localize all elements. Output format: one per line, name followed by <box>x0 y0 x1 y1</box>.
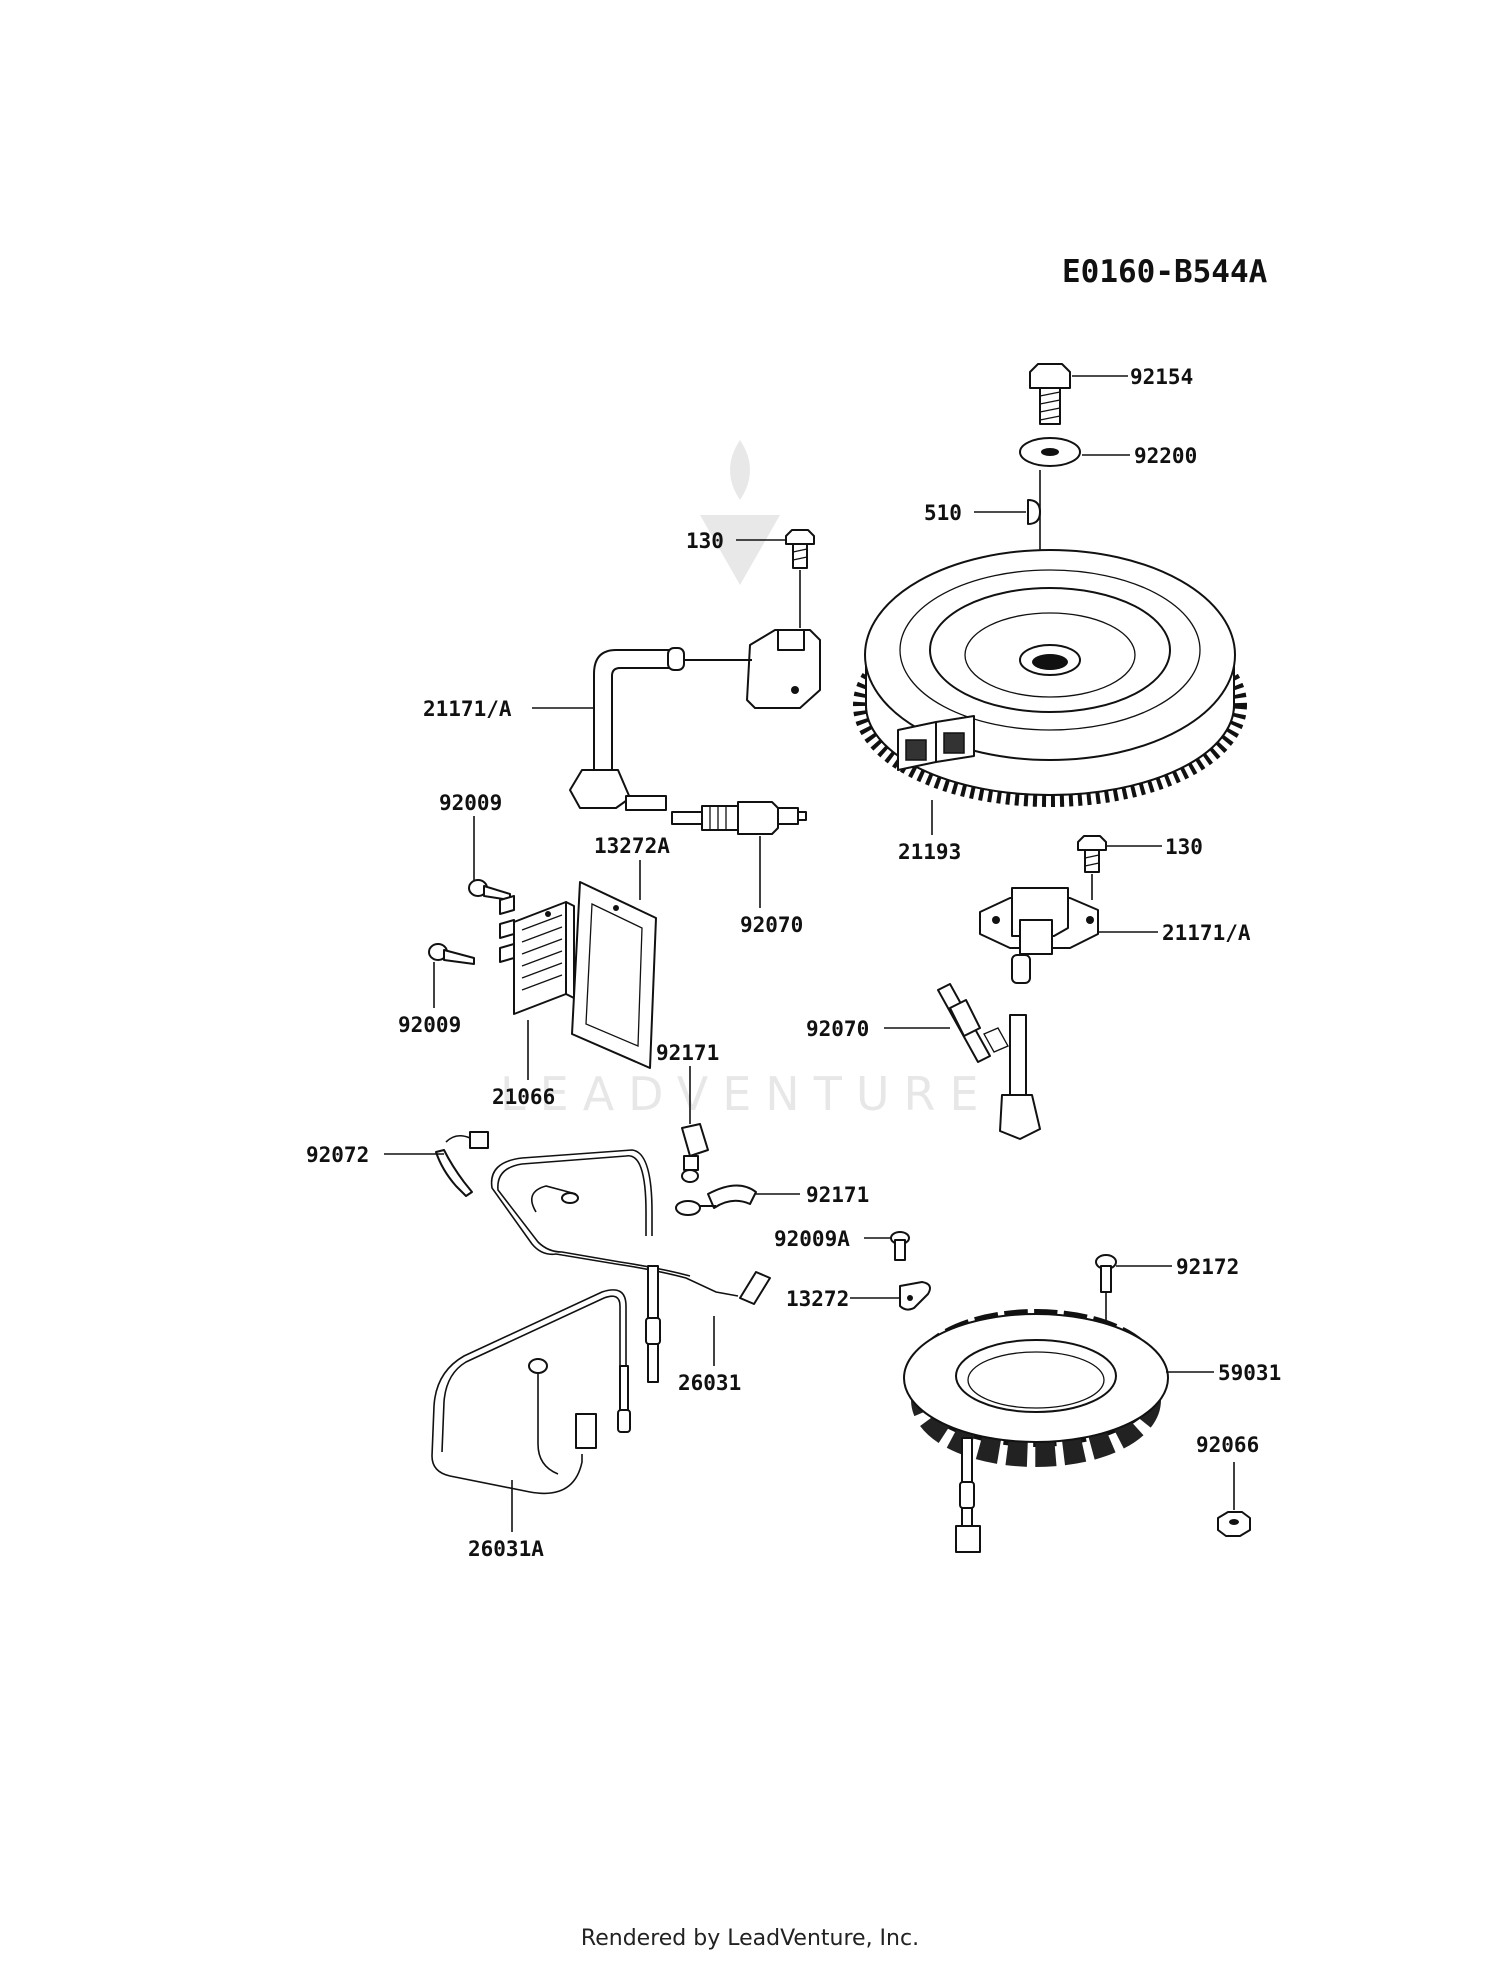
label-26031[interactable]: 26031 <box>678 1371 741 1395</box>
regulator-21066[interactable] <box>499 895 575 1015</box>
label-59031[interactable]: 59031 <box>1218 1361 1281 1385</box>
nut-92066[interactable] <box>1217 1511 1251 1537</box>
label-13272a[interactable]: 13272A <box>594 834 670 858</box>
label-510[interactable]: 510 <box>924 501 962 525</box>
label-92070-left[interactable]: 92070 <box>740 913 803 937</box>
diagram-code: E0160-B544A <box>1062 254 1268 290</box>
terminal-92171-top[interactable] <box>681 1123 709 1183</box>
label-92171-right[interactable]: 92171 <box>806 1183 869 1207</box>
harness-26031a[interactable] <box>431 1289 631 1495</box>
key-510[interactable] <box>1027 499 1041 525</box>
label-92171-top[interactable]: 92171 <box>656 1041 719 1065</box>
label-21171a-right[interactable]: 21171/A <box>1162 921 1251 945</box>
screw-92009-bottom[interactable] <box>428 943 475 965</box>
flywheel-21193[interactable] <box>853 549 1247 807</box>
label-26031a[interactable]: 26031A <box>468 1537 544 1561</box>
label-13272[interactable]: 13272 <box>786 1287 849 1311</box>
label-92072[interactable]: 92072 <box>306 1143 369 1167</box>
label-92066[interactable]: 92066 <box>1196 1433 1259 1457</box>
screw-92009-top[interactable] <box>468 879 511 901</box>
label-21066[interactable]: 21066 <box>492 1085 555 1109</box>
ignition-coil-21171a-right[interactable] <box>979 887 1099 1140</box>
bolt-130-right[interactable] <box>1077 835 1107 873</box>
footer-credit: Rendered by LeadVenture, Inc. <box>580 1926 920 1951</box>
harness-26031[interactable] <box>490 1149 771 1383</box>
screw-92009a[interactable] <box>890 1231 910 1261</box>
watermark: LEADVENTURE <box>500 440 993 1121</box>
bolt-92154[interactable] <box>1029 363 1071 425</box>
label-92009a[interactable]: 92009A <box>774 1227 850 1251</box>
label-92009-top[interactable]: 92009 <box>439 791 502 815</box>
label-130-right[interactable]: 130 <box>1165 835 1203 859</box>
bolt-130-top[interactable] <box>785 529 815 569</box>
label-21171a-left[interactable]: 21171/A <box>423 697 512 721</box>
stator-59031[interactable] <box>903 1309 1169 1553</box>
washer-92200[interactable] <box>1019 437 1081 467</box>
plate-13272[interactable] <box>899 1281 931 1311</box>
label-92154[interactable]: 92154 <box>1130 365 1193 389</box>
spark-plug-92070-left[interactable] <box>671 801 807 835</box>
label-92009-bottom[interactable]: 92009 <box>398 1013 461 1037</box>
clip-92171-right[interactable] <box>675 1184 757 1216</box>
band-92072[interactable] <box>435 1131 489 1197</box>
label-92070-right[interactable]: 92070 <box>806 1017 869 1041</box>
label-92200[interactable]: 92200 <box>1134 444 1197 468</box>
label-130-top[interactable]: 130 <box>686 529 724 553</box>
screw-92172[interactable] <box>1095 1254 1117 1293</box>
label-21193[interactable]: 21193 <box>898 840 961 864</box>
spark-plug-92070-right[interactable] <box>937 983 1009 1063</box>
gasket-13272a[interactable] <box>571 881 657 1069</box>
svg-text:LEADVENTURE: LEADVENTURE <box>500 1067 993 1121</box>
label-92172[interactable]: 92172 <box>1176 1255 1239 1279</box>
ignition-coil-21171a-left[interactable] <box>569 629 821 811</box>
